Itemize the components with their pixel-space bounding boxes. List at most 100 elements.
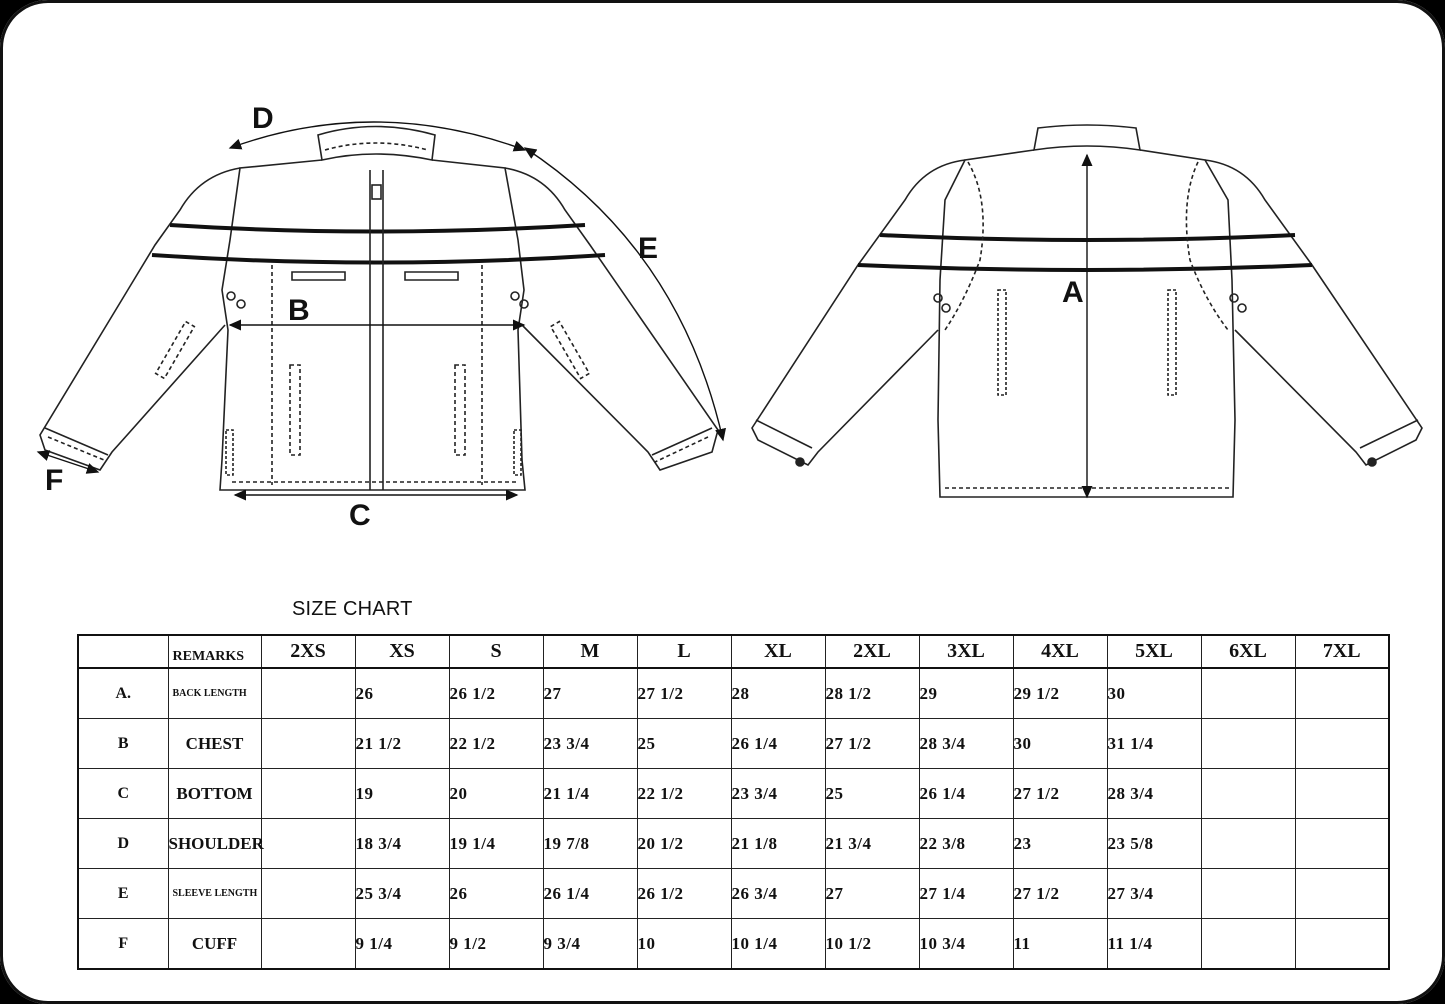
measurement-value <box>1294 818 1390 869</box>
measurement-value: 10 <box>636 918 732 970</box>
measurement-value: 26 3/4 <box>730 868 826 919</box>
measurement-value: 27 <box>824 868 920 919</box>
measurement-value: 11 <box>1012 918 1108 970</box>
measurement-remark: CHEST <box>167 718 262 769</box>
measurement-value: 21 1/8 <box>730 818 826 869</box>
measurement-value <box>260 868 356 919</box>
measurement-remark: CUFF <box>167 918 262 970</box>
measurement-value <box>1294 768 1390 819</box>
measurement-value: 27 <box>542 667 638 719</box>
measurement-value: 23 5/8 <box>1106 818 1202 869</box>
size-header: M <box>542 634 638 669</box>
measurement-value: 27 1/2 <box>824 718 920 769</box>
measurement-value: 28 <box>730 667 826 719</box>
measurement-value: 20 1/2 <box>636 818 732 869</box>
label-a: A <box>1062 276 1084 309</box>
measurement-value: 28 3/4 <box>918 718 1014 769</box>
measurement-value: 23 3/4 <box>730 768 826 819</box>
measurement-value <box>260 768 356 819</box>
size-header: 2XL <box>824 634 920 669</box>
measurement-value: 26 1/4 <box>918 768 1014 819</box>
measurement-value <box>1200 818 1296 869</box>
measurement-value: 26 1/4 <box>542 868 638 919</box>
measurement-value: 25 3/4 <box>354 868 450 919</box>
label-e: E <box>638 232 658 265</box>
measurement-value <box>1200 667 1296 719</box>
measurement-value: 22 3/8 <box>918 818 1014 869</box>
measurement-value: 23 3/4 <box>542 718 638 769</box>
measurement-value: 19 1/4 <box>448 818 544 869</box>
size-header: L <box>636 634 732 669</box>
size-header: XS <box>354 634 450 669</box>
header-blank-cell <box>77 634 169 669</box>
measurement-value <box>260 667 356 719</box>
measurement-value: 30 <box>1012 718 1108 769</box>
measurement-value: 22 1/2 <box>448 718 544 769</box>
measurement-value <box>1200 868 1296 919</box>
measurement-value: 27 1/2 <box>1012 868 1108 919</box>
measurement-value: 21 1/4 <box>542 768 638 819</box>
measurement-value: 26 1/4 <box>730 718 826 769</box>
measurement-code: F <box>77 918 169 970</box>
size-header: 2XS <box>260 634 356 669</box>
measurement-value: 27 1/2 <box>1012 768 1108 819</box>
measurement-value: 25 <box>824 768 920 819</box>
measurement-value: 21 1/2 <box>354 718 450 769</box>
measurement-value: 10 3/4 <box>918 918 1014 970</box>
measurement-value <box>1200 918 1296 970</box>
measurement-remark: BOTTOM <box>167 768 262 819</box>
front-measurement-arrows <box>36 121 726 501</box>
measurement-value: 26 1/2 <box>636 868 732 919</box>
jacket-front-drawing <box>39 125 719 491</box>
measurement-value: 26 <box>354 667 450 719</box>
measurement-value: 29 <box>918 667 1014 719</box>
measurement-value: 22 1/2 <box>636 768 732 819</box>
measurement-value <box>260 718 356 769</box>
measurement-value: 27 1/4 <box>918 868 1014 919</box>
measurement-code: E <box>77 868 169 919</box>
measurement-value: 23 <box>1012 818 1108 869</box>
size-header: 7XL <box>1294 634 1390 669</box>
measurement-value <box>1294 918 1390 970</box>
measurement-code: B <box>77 718 169 769</box>
measurement-value: 31 1/4 <box>1106 718 1202 769</box>
measurement-code: A. <box>77 667 169 719</box>
measurement-value: 28 1/2 <box>824 667 920 719</box>
size-chart-title: SIZE CHART <box>292 598 413 620</box>
measurement-code: C <box>77 768 169 819</box>
measurement-value <box>260 918 356 970</box>
size-header: 3XL <box>918 634 1014 669</box>
measurement-remark: SLEEVE LENGTH <box>167 868 262 919</box>
measurement-value <box>1294 868 1390 919</box>
measurement-code: D <box>77 818 169 869</box>
measurement-value: 25 <box>636 718 732 769</box>
measurement-remark: SHOULDER <box>167 818 264 869</box>
measurement-value: 27 3/4 <box>1106 868 1202 919</box>
measurement-value <box>1200 768 1296 819</box>
measurement-value: 30 <box>1106 667 1202 719</box>
measurement-value: 10 1/2 <box>824 918 920 970</box>
measurement-value: 20 <box>448 768 544 819</box>
measurement-value: 18 3/4 <box>354 818 450 869</box>
measurement-value <box>1294 667 1390 719</box>
measurement-value: 28 3/4 <box>1106 768 1202 819</box>
measurement-value: 11 1/4 <box>1106 918 1202 970</box>
label-b: B <box>288 294 310 327</box>
size-header: 6XL <box>1200 634 1296 669</box>
measurement-value: 9 1/4 <box>354 918 450 970</box>
measurement-value: 27 1/2 <box>636 667 732 719</box>
measurement-value: 21 3/4 <box>824 818 920 869</box>
size-header: 5XL <box>1106 634 1202 669</box>
label-c: C <box>349 499 371 532</box>
label-d: D <box>252 102 274 135</box>
measurement-remark: BACK LENGTH <box>167 667 262 719</box>
